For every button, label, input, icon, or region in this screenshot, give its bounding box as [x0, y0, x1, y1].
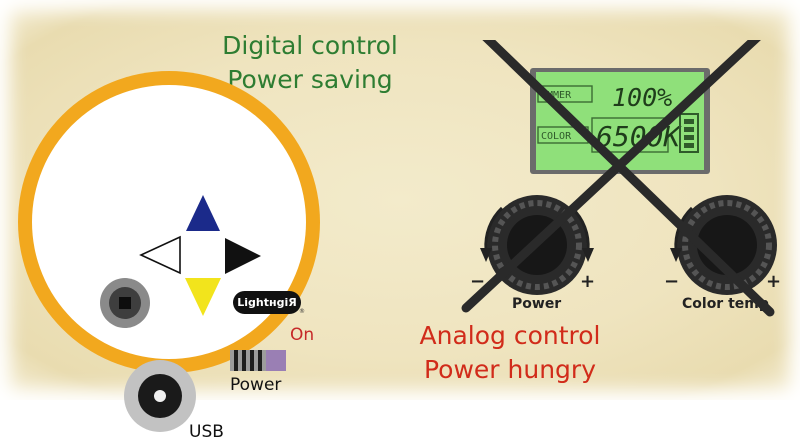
lcd-dimmer-value: 100%: [612, 83, 672, 112]
battery-icon: [679, 113, 699, 153]
controller-face: LightнgiЯ ® On Power USB: [32, 85, 314, 442]
power-knob-label: Power: [512, 296, 561, 312]
square-button-icon: [119, 297, 131, 309]
analog-caption-line-1: Analog control: [419, 321, 601, 350]
digital-caption-line-1: Digital control: [222, 31, 398, 60]
analog-device: IMMER 100% COLOR 6500K − +: [461, 40, 781, 317]
lcd-dimmer-tag: IMMER: [541, 90, 572, 101]
usb-label: USB: [189, 422, 224, 442]
usb-port-hole: [154, 390, 166, 402]
color-temp-knob[interactable]: [670, 195, 777, 295]
power-switch-label: Power: [230, 375, 282, 395]
color-temp-knob-minus: −: [664, 271, 679, 292]
power-knob-minus: −: [470, 271, 485, 292]
arrow-left-icon[interactable]: [138, 235, 182, 275]
lcd-color-tag: COLOR: [541, 131, 572, 142]
power-switch[interactable]: [230, 350, 286, 371]
lcd-dimmer-box: [537, 85, 593, 103]
arrow-down-icon[interactable]: [185, 278, 221, 316]
switch-state-label: On: [290, 325, 315, 345]
registered-mark: ®: [299, 308, 305, 315]
usb-port-socket: [138, 374, 182, 418]
color-temp-knob-plus: +: [766, 271, 781, 292]
color-temp-knob-label: Color temp: [682, 296, 769, 312]
arrow-right-icon[interactable]: [225, 238, 261, 274]
digital-caption-line-2: Power saving: [227, 65, 393, 94]
analog-caption: Analog control Power hungry: [370, 319, 650, 387]
arrow-up-icon[interactable]: [186, 195, 220, 231]
analog-caption-line-2: Power hungry: [423, 355, 596, 384]
digital-caption: Digital control Power saving: [180, 29, 440, 97]
square-button[interactable]: [100, 278, 150, 328]
lcd-screen: [536, 72, 704, 170]
brand-logo: LightнgiЯ: [233, 291, 301, 314]
cross-out-icon: [461, 40, 775, 317]
power-knob-plus: +: [580, 271, 595, 292]
digital-controller: LightнgiЯ ® On Power USB: [18, 71, 320, 442]
usb-port-icon[interactable]: [124, 360, 196, 432]
power-switch-knob[interactable]: [266, 350, 286, 371]
lcd-display: IMMER 100% COLOR 6500K: [530, 68, 710, 174]
square-button-ring: [109, 287, 141, 319]
